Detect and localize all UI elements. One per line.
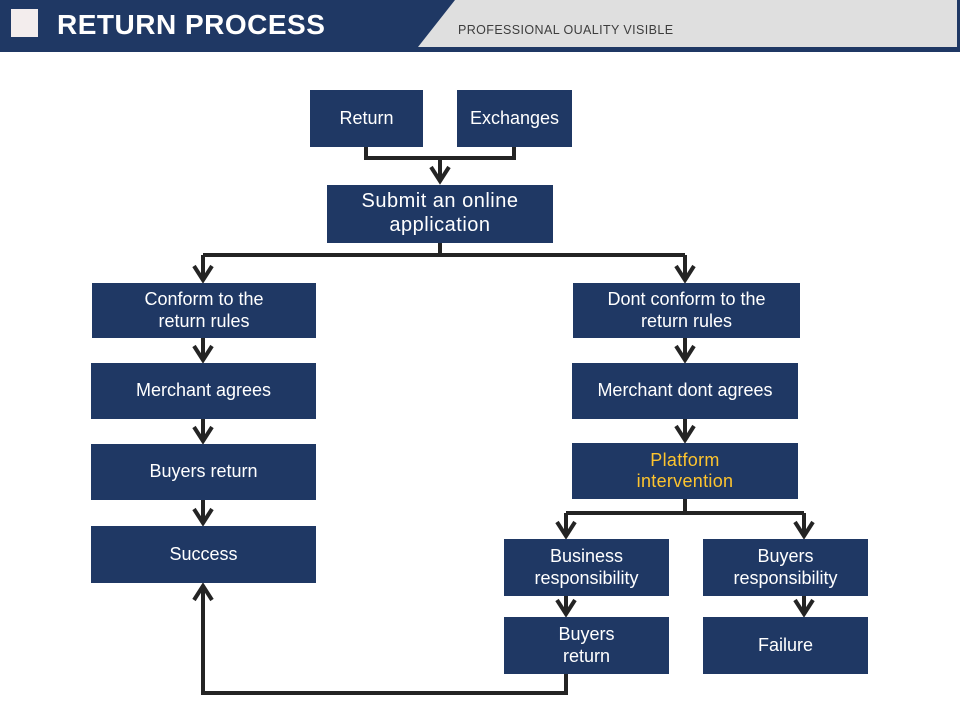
header-bar: RETURN PROCESS PROFESSIONAL OUALITY VISI… <box>0 0 960 52</box>
flow-node-platform-intervention: Platform intervention <box>572 443 798 499</box>
page-title: RETURN PROCESS <box>57 9 326 40</box>
flow-node-success: Success <box>91 526 316 583</box>
flow-node-buyers-responsibility: Buyers responsibility <box>703 539 868 596</box>
flow-node-merchant-agrees: Merchant agrees <box>91 363 316 419</box>
header-tagline: PROFESSIONAL OUALITY VISIBLE <box>458 23 674 37</box>
header-tagline-panel: PROFESSIONAL OUALITY VISIBLE <box>418 0 957 47</box>
flow-node-conform-rules: Conform to the return rules <box>92 283 316 338</box>
flow-node-merchant-dont-agrees: Merchant dont agrees <box>572 363 798 419</box>
flow-node-business-responsibility: Business responsibility <box>504 539 669 596</box>
flow-node-failure: Failure <box>703 617 868 674</box>
flow-node-buyers-return: Buyers return <box>91 444 316 500</box>
flow-node-return: Return <box>310 90 423 147</box>
header-square-icon <box>11 9 38 37</box>
flow-node-submit-application: Submit an online application <box>327 185 553 243</box>
connector-top-bracket <box>364 147 516 160</box>
flow-node-dont-conform-rules: Dont conform to the return rules <box>573 283 800 338</box>
flow-node-exchanges: Exchanges <box>457 90 572 147</box>
flow-node-buyers-return-2: Buyers return <box>504 617 669 674</box>
